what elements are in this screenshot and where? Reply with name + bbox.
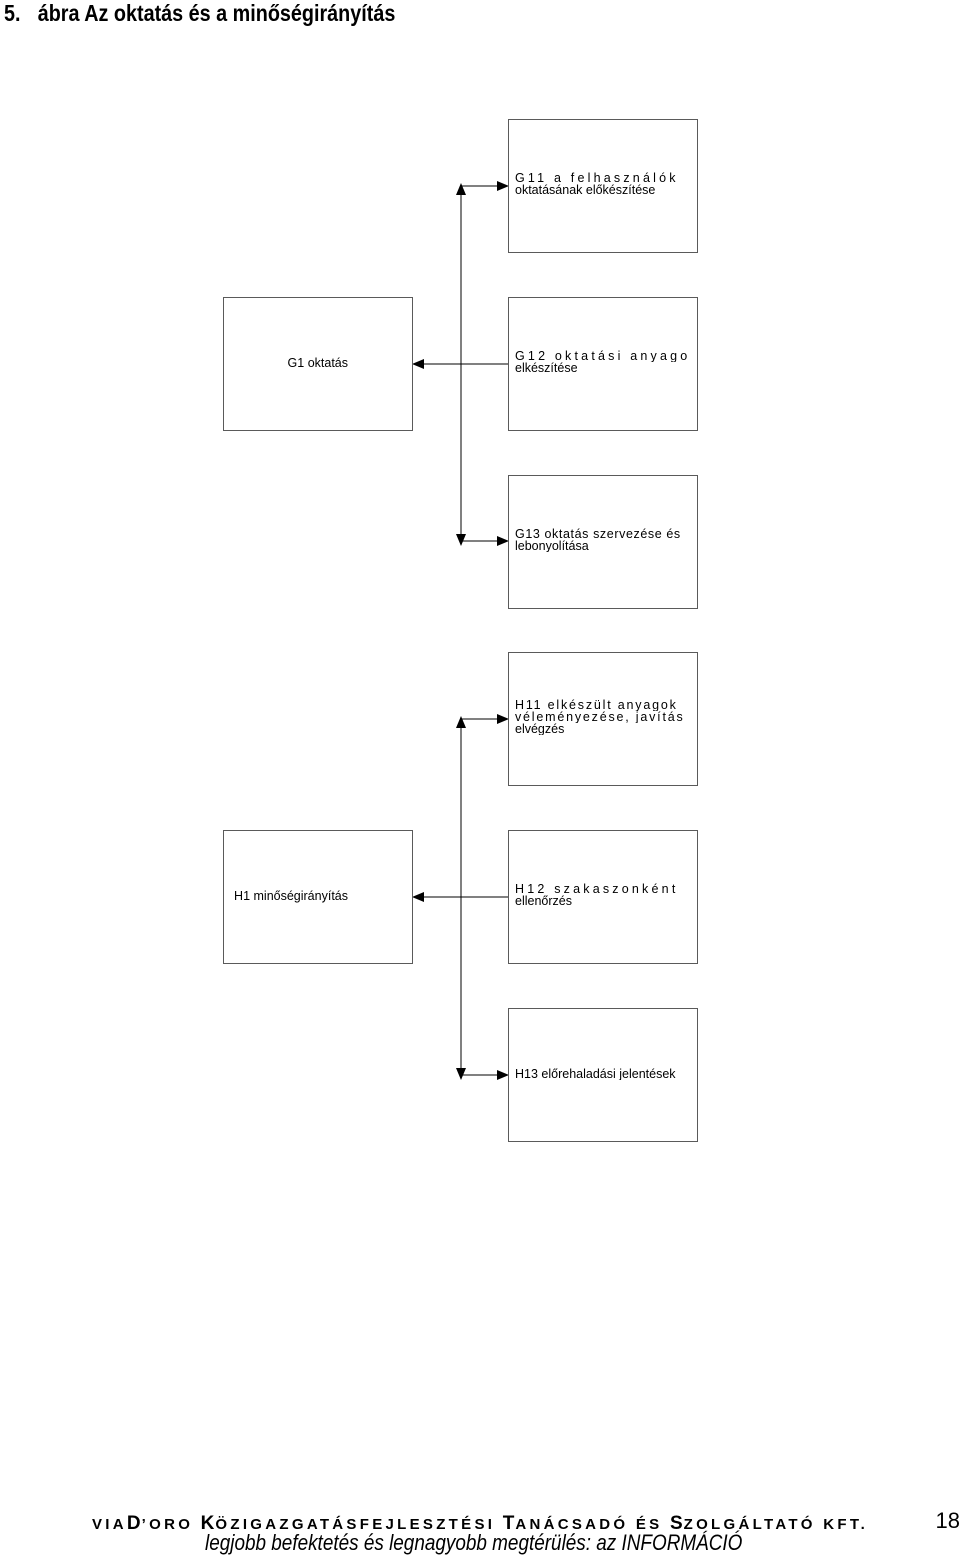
- g11-box: G11 a felhasználók oktatásának előkészít…: [508, 119, 698, 253]
- g12-line1: G12 oktatási anyagok: [515, 350, 691, 362]
- figure-title: ábra Az oktatás és a minőségirányítás: [37, 0, 396, 26]
- figure-number: 5.: [4, 0, 21, 26]
- g13-line1: G13 oktatás szervezése és: [515, 528, 681, 540]
- h13-box: H13 előrehaladási jelentések: [508, 1008, 698, 1142]
- footer-slogan: legjobb befektetés és legnagyobb megtérü…: [205, 1530, 743, 1555]
- page-title: 5. ábra Az oktatás és a minőségirányítás: [4, 0, 395, 26]
- h1-box: H1 minőségirányítás: [223, 830, 413, 964]
- h12-box: H12 szakaszonként ellenőrzés: [508, 830, 698, 964]
- g11-line1: G11 a felhasználók: [515, 172, 679, 184]
- h11-line1: H11 elkészült anyagok: [515, 699, 678, 711]
- g1-box: G1 oktatás: [223, 297, 413, 431]
- g11-line2: oktatásának előkészítése: [515, 184, 656, 196]
- h1-label: H1 minőségirányítás: [234, 889, 348, 903]
- h13-line1: H13 előrehaladási jelentések: [515, 1068, 676, 1080]
- page-number: 18: [935, 1508, 960, 1533]
- g13-box: G13 oktatás szervezése és lebonyolítása: [508, 475, 698, 609]
- h12-line1: H12 szakaszonként: [515, 883, 679, 895]
- footer-company: VIAD’ORO KÖZIGAZGATÁSFEJLESZTÉSI TANÁCSA…: [92, 1513, 869, 1534]
- h11-line3: elvégzés: [515, 723, 565, 735]
- h12-line2: ellenőrzés: [515, 895, 572, 907]
- g12-box: G12 oktatási anyagok elkészítése: [508, 297, 698, 431]
- g12-line2: elkészítése: [515, 362, 578, 374]
- g1-label: G1 oktatás: [287, 356, 348, 370]
- h11-line2: véleményezése, javítás: [515, 711, 685, 723]
- g13-line2: lebonyolítása: [515, 540, 589, 552]
- h11-box: H11 elkészült anyagok véleményezése, jav…: [508, 652, 698, 786]
